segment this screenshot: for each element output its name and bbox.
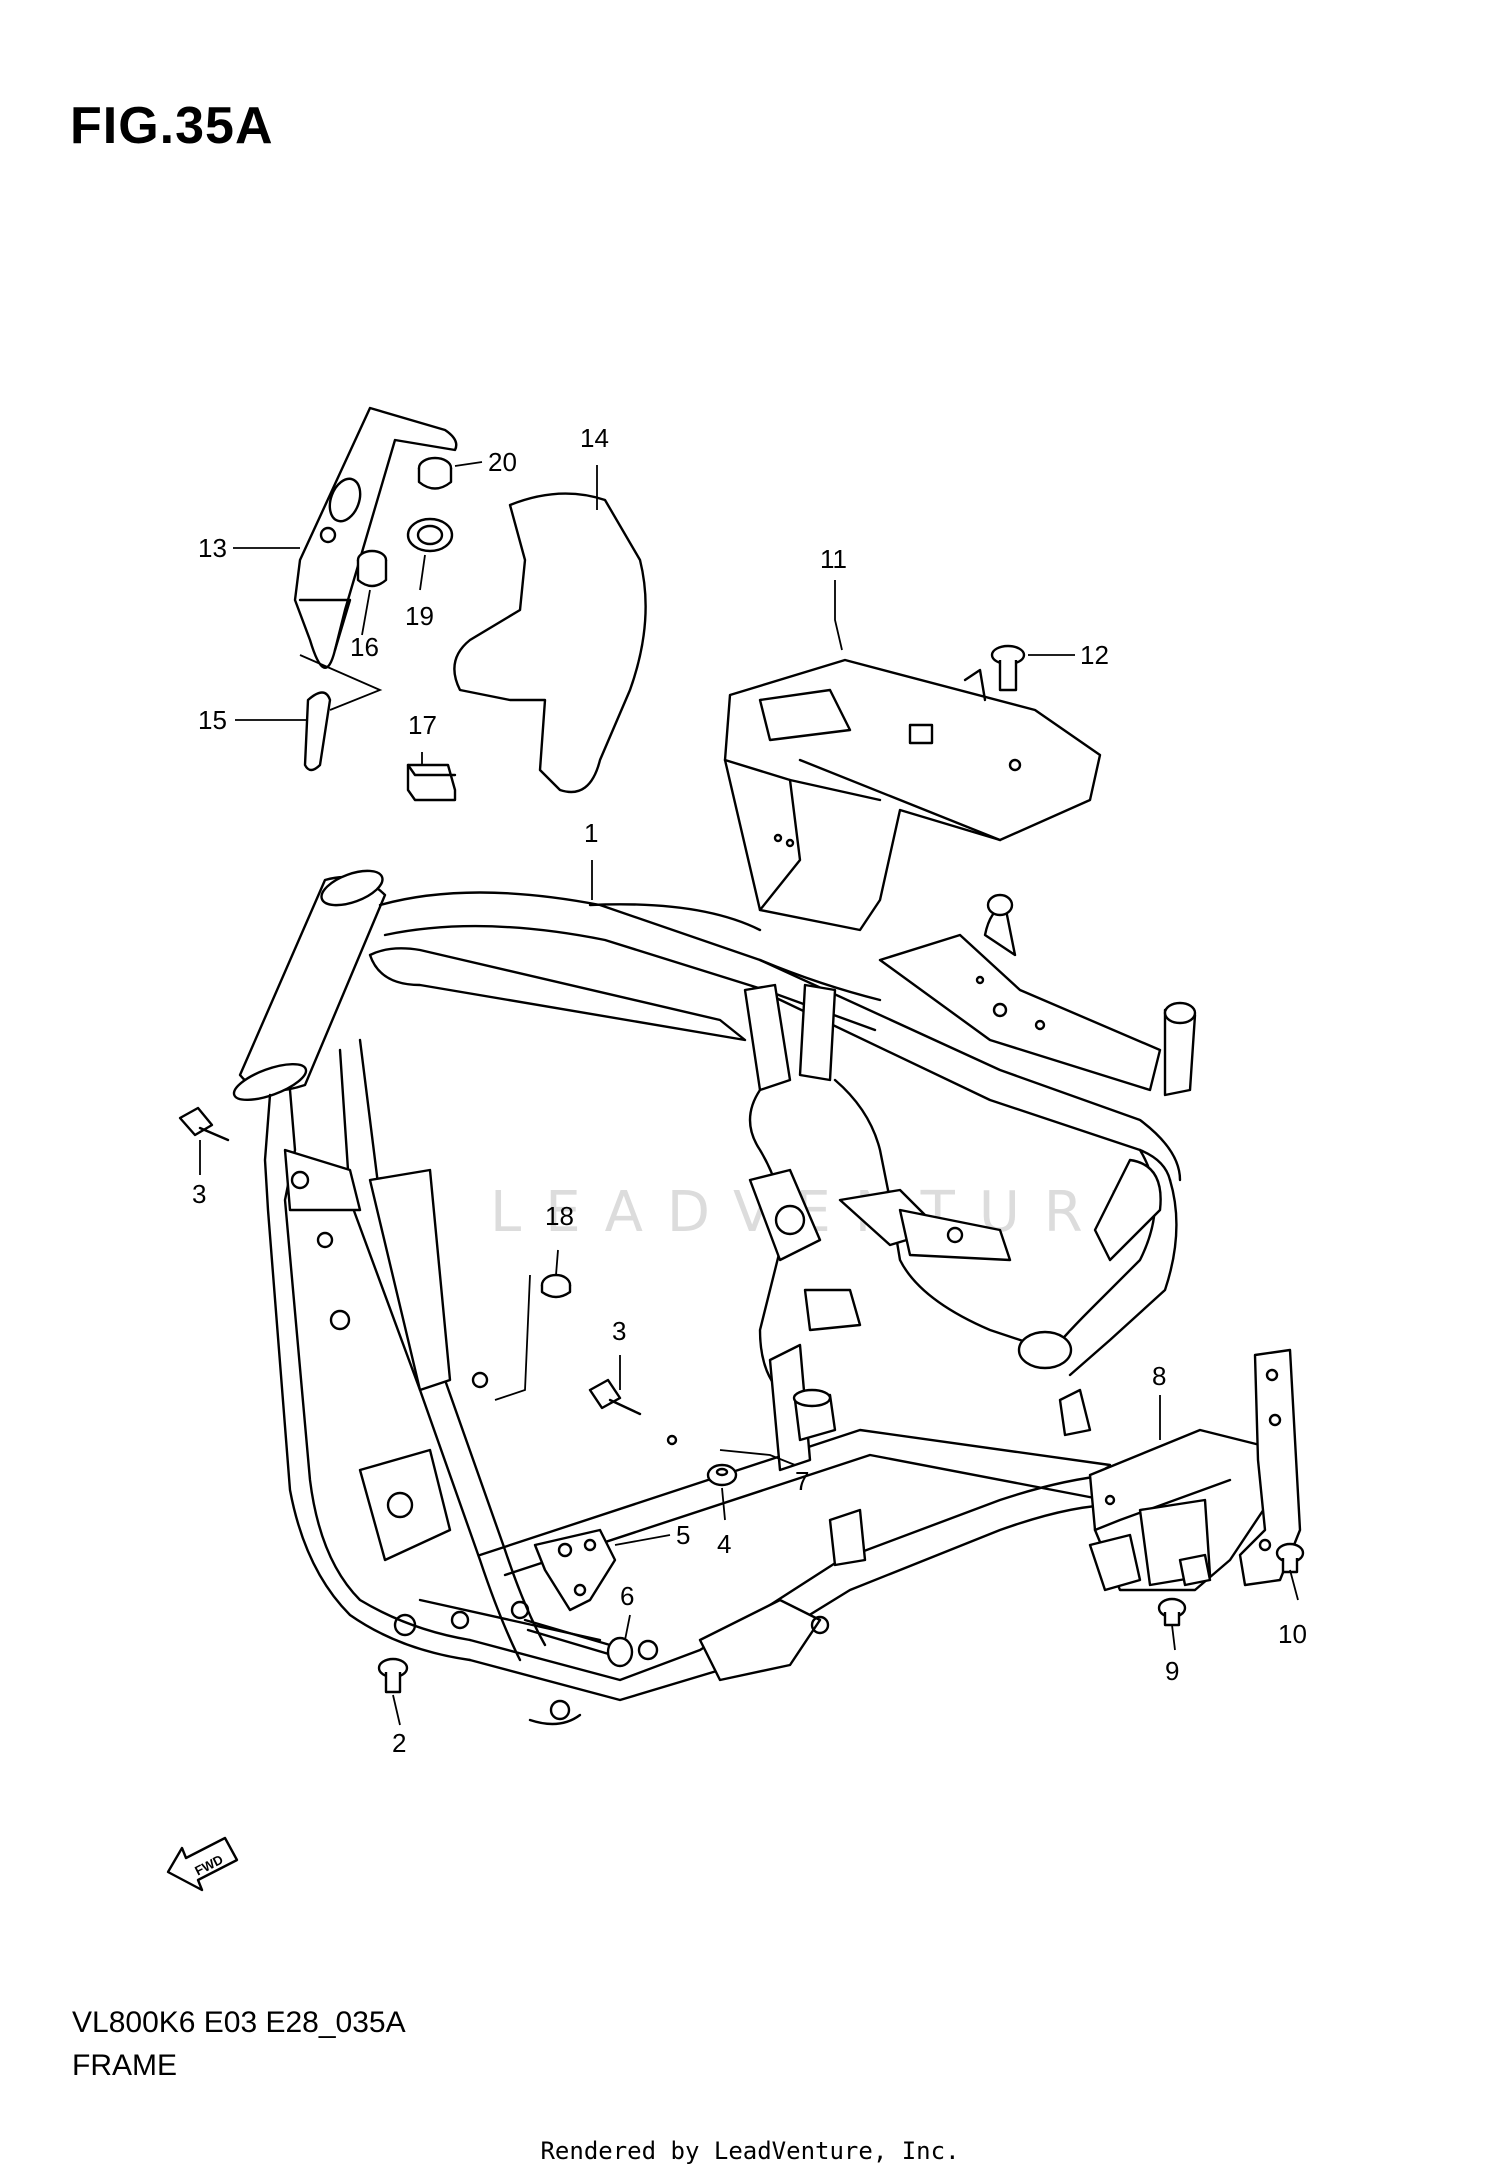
callout-labels: 1 2 3 3 4 5 6 7 8 9 10 11 12 13 14 15 16…: [192, 423, 1307, 1758]
bracket-part-8-side[interactable]: [1238, 1348, 1302, 1587]
bolt-part-12[interactable]: [990, 644, 1026, 692]
side-cover-part-13[interactable]: [293, 406, 458, 669]
clip-part-15[interactable]: [303, 691, 332, 772]
bolt-part-9[interactable]: [1157, 1597, 1187, 1627]
cushion-part-20[interactable]: [417, 456, 453, 490]
block-part-17[interactable]: [406, 763, 457, 802]
grommet-part-19[interactable]: [406, 517, 454, 553]
bolt-part-3-lower[interactable]: [588, 1378, 642, 1416]
callout-9: 9: [1165, 1656, 1179, 1686]
bolt-part-2[interactable]: [377, 1657, 409, 1694]
callout-4: 4: [717, 1529, 731, 1559]
callout-6: 6: [620, 1581, 634, 1611]
callout-7: 7: [795, 1466, 809, 1496]
nut-part-4[interactable]: [706, 1463, 738, 1487]
callout-1: 1: [584, 818, 598, 848]
regulator-part-8[interactable]: [1088, 1428, 1272, 1592]
figure-title: FIG.35A: [70, 97, 274, 155]
callout-17: 17: [408, 710, 437, 740]
callout-10: 10: [1278, 1619, 1307, 1649]
rendered-by-credit: Rendered by LeadVenture, Inc.: [540, 2137, 960, 2165]
callout-11: 11: [820, 544, 847, 574]
plug-part-18[interactable]: [540, 1273, 572, 1299]
callout-15: 15: [198, 705, 227, 735]
callout-19: 19: [405, 601, 434, 631]
bolt-part-10[interactable]: [1275, 1542, 1305, 1574]
callout-13: 13: [198, 533, 227, 563]
callout-16: 16: [350, 632, 379, 662]
callout-12: 12: [1080, 640, 1109, 670]
callout-20: 20: [488, 447, 517, 477]
fwd-arrow-icon: FWD: [166, 1836, 239, 1892]
bolt-part-3-upper[interactable]: [178, 1106, 230, 1142]
section-name: FRAME: [72, 2049, 177, 2082]
callout-3-upper: 3: [192, 1179, 206, 1209]
frame-cover-part-14[interactable]: [453, 492, 647, 794]
frame-assembly[interactable]: [230, 864, 1197, 1726]
callout-18: 18: [545, 1201, 574, 1231]
callout-14: 14: [580, 423, 609, 453]
battery-box-part-11[interactable]: [723, 658, 1102, 932]
leader-lines: [199, 461, 1299, 1726]
collar-part-7[interactable]: [792, 1388, 837, 1442]
callout-3-lower: 3: [612, 1316, 626, 1346]
callout-8: 8: [1152, 1361, 1166, 1391]
bracket-part-5[interactable]: [533, 1528, 617, 1612]
bolt-part-6[interactable]: [523, 1618, 634, 1668]
callout-5: 5: [676, 1520, 690, 1550]
model-code: VL800K6 E03 E28_035A: [72, 2006, 406, 2039]
grommet-part-16[interactable]: [356, 549, 388, 588]
callout-2: 2: [392, 1728, 406, 1758]
